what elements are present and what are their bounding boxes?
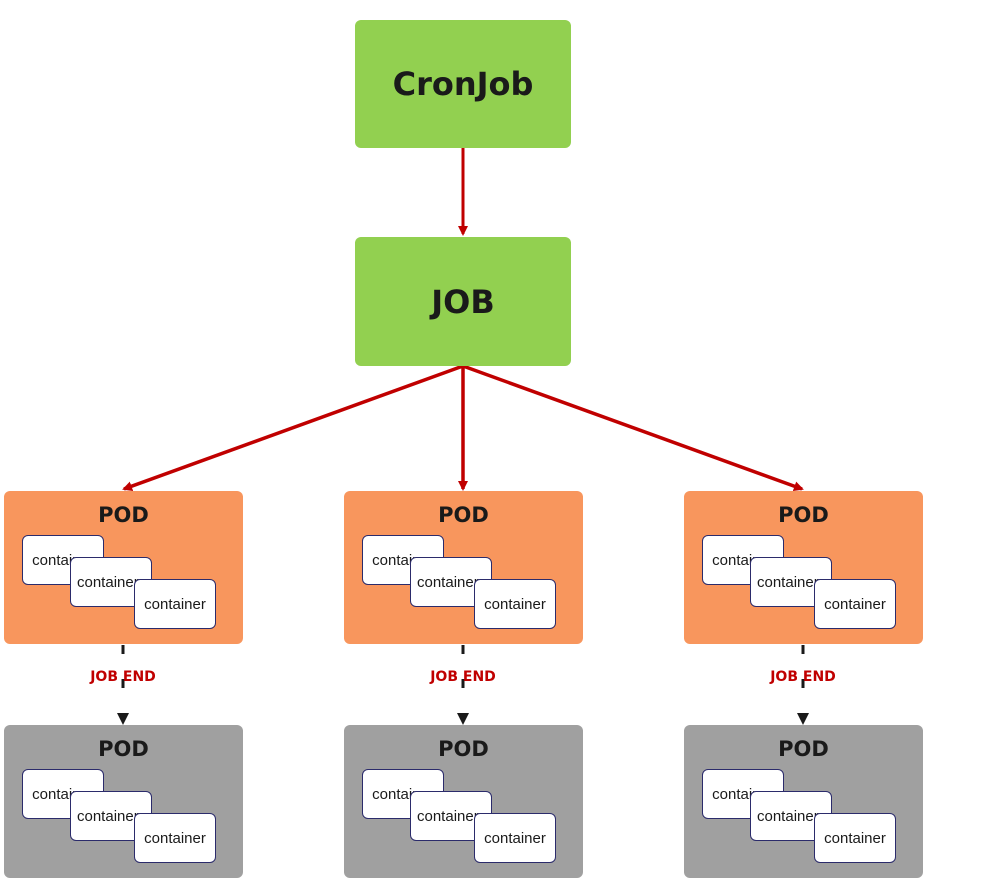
pod-title: POD [438,503,489,527]
container-box: container [474,579,556,629]
job-end-label-2: JOB END [430,669,496,685]
container-box: container [814,813,896,863]
arrow-job-to-pod-3 [462,364,804,491]
running-pod-1: POD container container container [4,491,243,644]
running-pod-2: POD container container container [344,491,583,644]
ended-pod-2: POD container container container [344,725,583,878]
running-pod-3: POD container container container [684,491,923,644]
job-node: JOB [355,237,571,366]
pod-title: POD [778,737,829,761]
pod-title: POD [778,503,829,527]
container-box: container [474,813,556,863]
job-end-label-3: JOB END [770,669,836,685]
ended-pod-1: POD container container container [4,725,243,878]
pod-title: POD [438,737,489,761]
pod-title: POD [98,737,149,761]
container-box: container [814,579,896,629]
container-box: container [134,813,216,863]
job-end-label-1: JOB END [90,669,156,685]
cronjob-node: CronJob [355,20,571,148]
container-box: container [702,769,784,819]
pod-title: POD [98,503,149,527]
container-box: container [134,579,216,629]
arrow-job-to-pod-1 [122,364,464,491]
ended-pod-3: POD container container container [684,725,923,878]
